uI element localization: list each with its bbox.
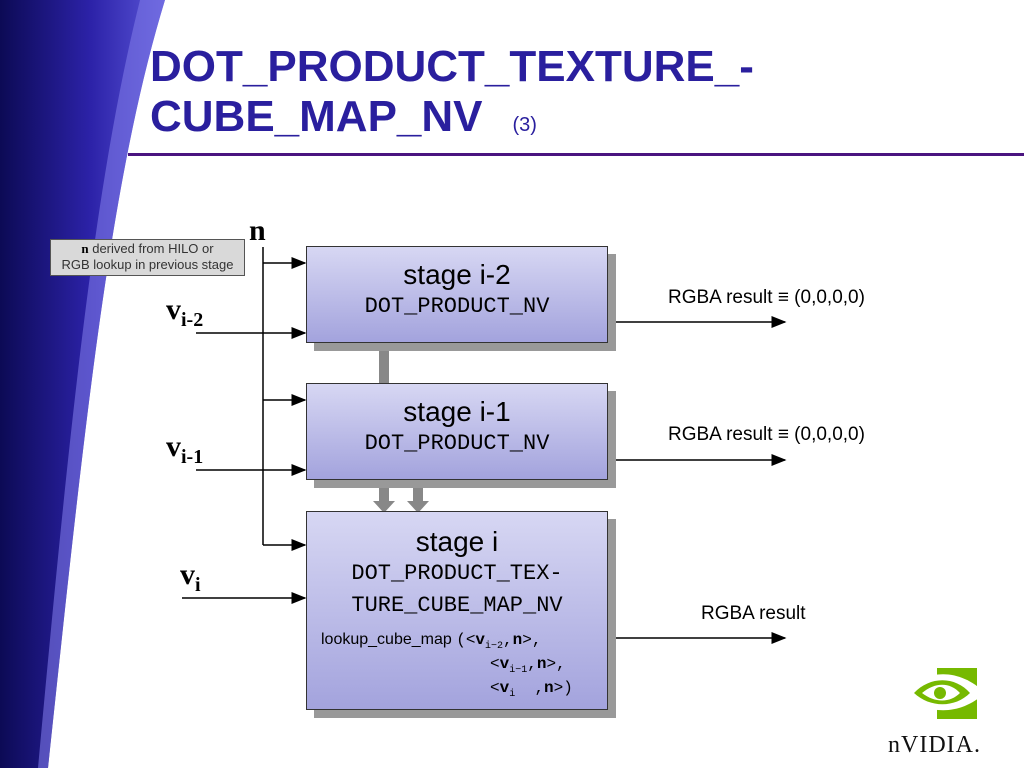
note-line-1: n derived from HILO or [51,241,244,257]
lookup-arg-3-sub: i [509,689,516,701]
lookup-arg-2-sub: i−1 [509,665,528,677]
left-swoosh-highlight [38,0,165,768]
stage-i-op-line-2: TURE_CUBE_MAP_NV [351,593,563,618]
n-derivation-note: n derived from HILO or RGB lookup in pre… [50,239,245,276]
lookup-arg-3-close: >) [553,679,573,697]
nvidia-wordmark: nVIDIA. [888,732,981,758]
lookup-arg-line-3: <vi ,n>) [490,679,573,701]
stage-i-2-op: DOT_PRODUCT_NV [364,294,550,319]
lookup-arg-1-close: >, [522,631,542,649]
v-i-1-symbol: v [166,430,181,463]
stage-i-1-box: stage i-1 DOT_PRODUCT_NV [306,383,608,480]
v-i-1-subscript: i-1 [181,446,204,468]
title-line-1: DOT_PRODUCT_TEXTURE_- [150,42,754,91]
v-i-symbol: v [180,558,195,591]
lookup-arg-1-sub: i−2 [485,641,504,653]
lookup-arg-1-v: v [475,631,486,649]
v-i-label: vi [180,558,201,597]
stage-i-2-box: stage i-2 DOT_PRODUCT_NV [306,246,608,343]
stage-i-result: RGBA result [701,603,806,624]
lookup-arg-2-open: < [490,655,500,673]
v-i-1-label: vi-1 [166,430,203,469]
stage-i-box: stage i DOT_PRODUCT_TEX- TURE_CUBE_MAP_N… [306,511,608,710]
lookup-arg-1-open: (< [456,631,476,649]
lookup-arg-2-n: n [536,655,547,673]
lookup-func-name: lookup_cube_map [321,631,452,648]
note-line-2: RGB lookup in previous stage [61,257,234,272]
stage-i-1-op: DOT_PRODUCT_NV [364,431,550,456]
title-line-2-text: CUBE_MAP_NV [150,92,483,141]
stage-i-2-result: RGBA result ≡ (0,0,0,0) [668,287,865,308]
lookup-arg-3-n: n [544,679,554,697]
nvidia-eye-logo-icon [905,668,985,719]
lookup-arg-1-n: n [512,631,523,649]
lookup-arg-3-v: v [499,679,510,697]
title-line-2: CUBE_MAP_NV (3) [150,92,754,150]
page-title: DOT_PRODUCT_TEXTURE_- CUBE_MAP_NV (3) [150,42,754,150]
lookup-arg-2-close: >, [546,655,566,673]
header-divider [128,153,1024,156]
stage-i-1-result: RGBA result ≡ (0,0,0,0) [668,424,865,445]
stage-i-1-name: stage i-1 [403,396,511,427]
v-i-2-label: vi-2 [166,293,203,332]
note-text-1: derived from HILO or [88,241,214,256]
lookup-arg-line-1: lookup_cube_map (<vi−2,n>, [321,631,542,653]
lookup-arg-2-v: v [499,655,510,673]
stage-i-op-line-1: DOT_PRODUCT_TEX- [351,561,563,586]
v-i-2-symbol: v [166,293,181,326]
note-n-symbol: n [81,241,89,256]
n-input-label: n [249,214,266,247]
stage-i-name: stage i [415,526,499,557]
v-i-subscript: i [195,574,201,596]
stage-i-2-name: stage i-2 [403,259,511,290]
lookup-arg-line-2: <vi−1,n>, [490,655,566,677]
lookup-arg-3-open: < [490,679,500,697]
slide-number: (3) [512,114,537,136]
v-i-2-subscript: i-2 [181,309,204,331]
